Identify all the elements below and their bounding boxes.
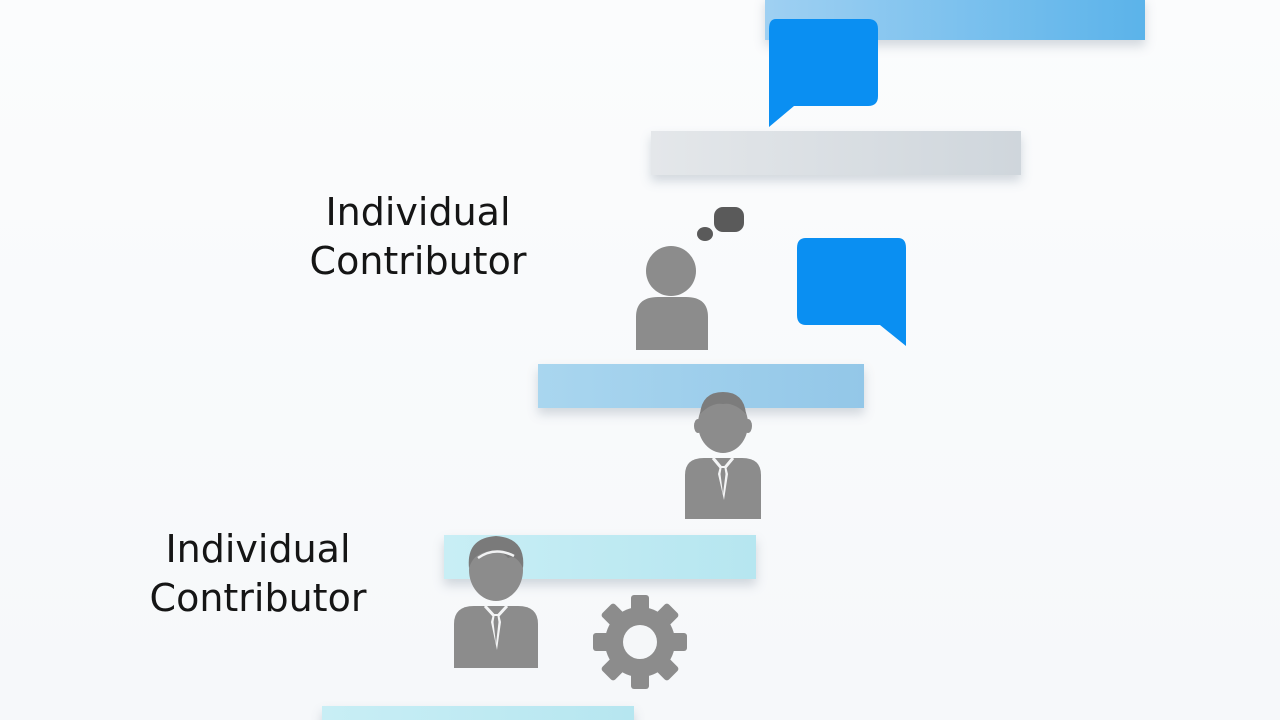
thought-bubble-icon [697,207,744,241]
role-label-lower-line2: Contributor [149,576,367,620]
step-blue [538,364,864,408]
role-label-lower: Individual Contributor [130,525,386,623]
role-label-lower-line1: Individual [165,527,351,571]
step-gray [651,131,1021,175]
role-label-upper: Individual Contributor [290,188,546,286]
person-icon [636,246,708,350]
speech-bubble-icon [769,19,878,127]
role-label-upper-line1: Individual [325,190,511,234]
speech-bubble-icon-right [797,238,906,346]
gear-icon [593,595,687,689]
step-bottom [322,706,634,720]
role-label-upper-line2: Contributor [309,239,527,283]
businessman-icon [685,392,761,519]
businessman-with-hair-icon [454,536,538,668]
